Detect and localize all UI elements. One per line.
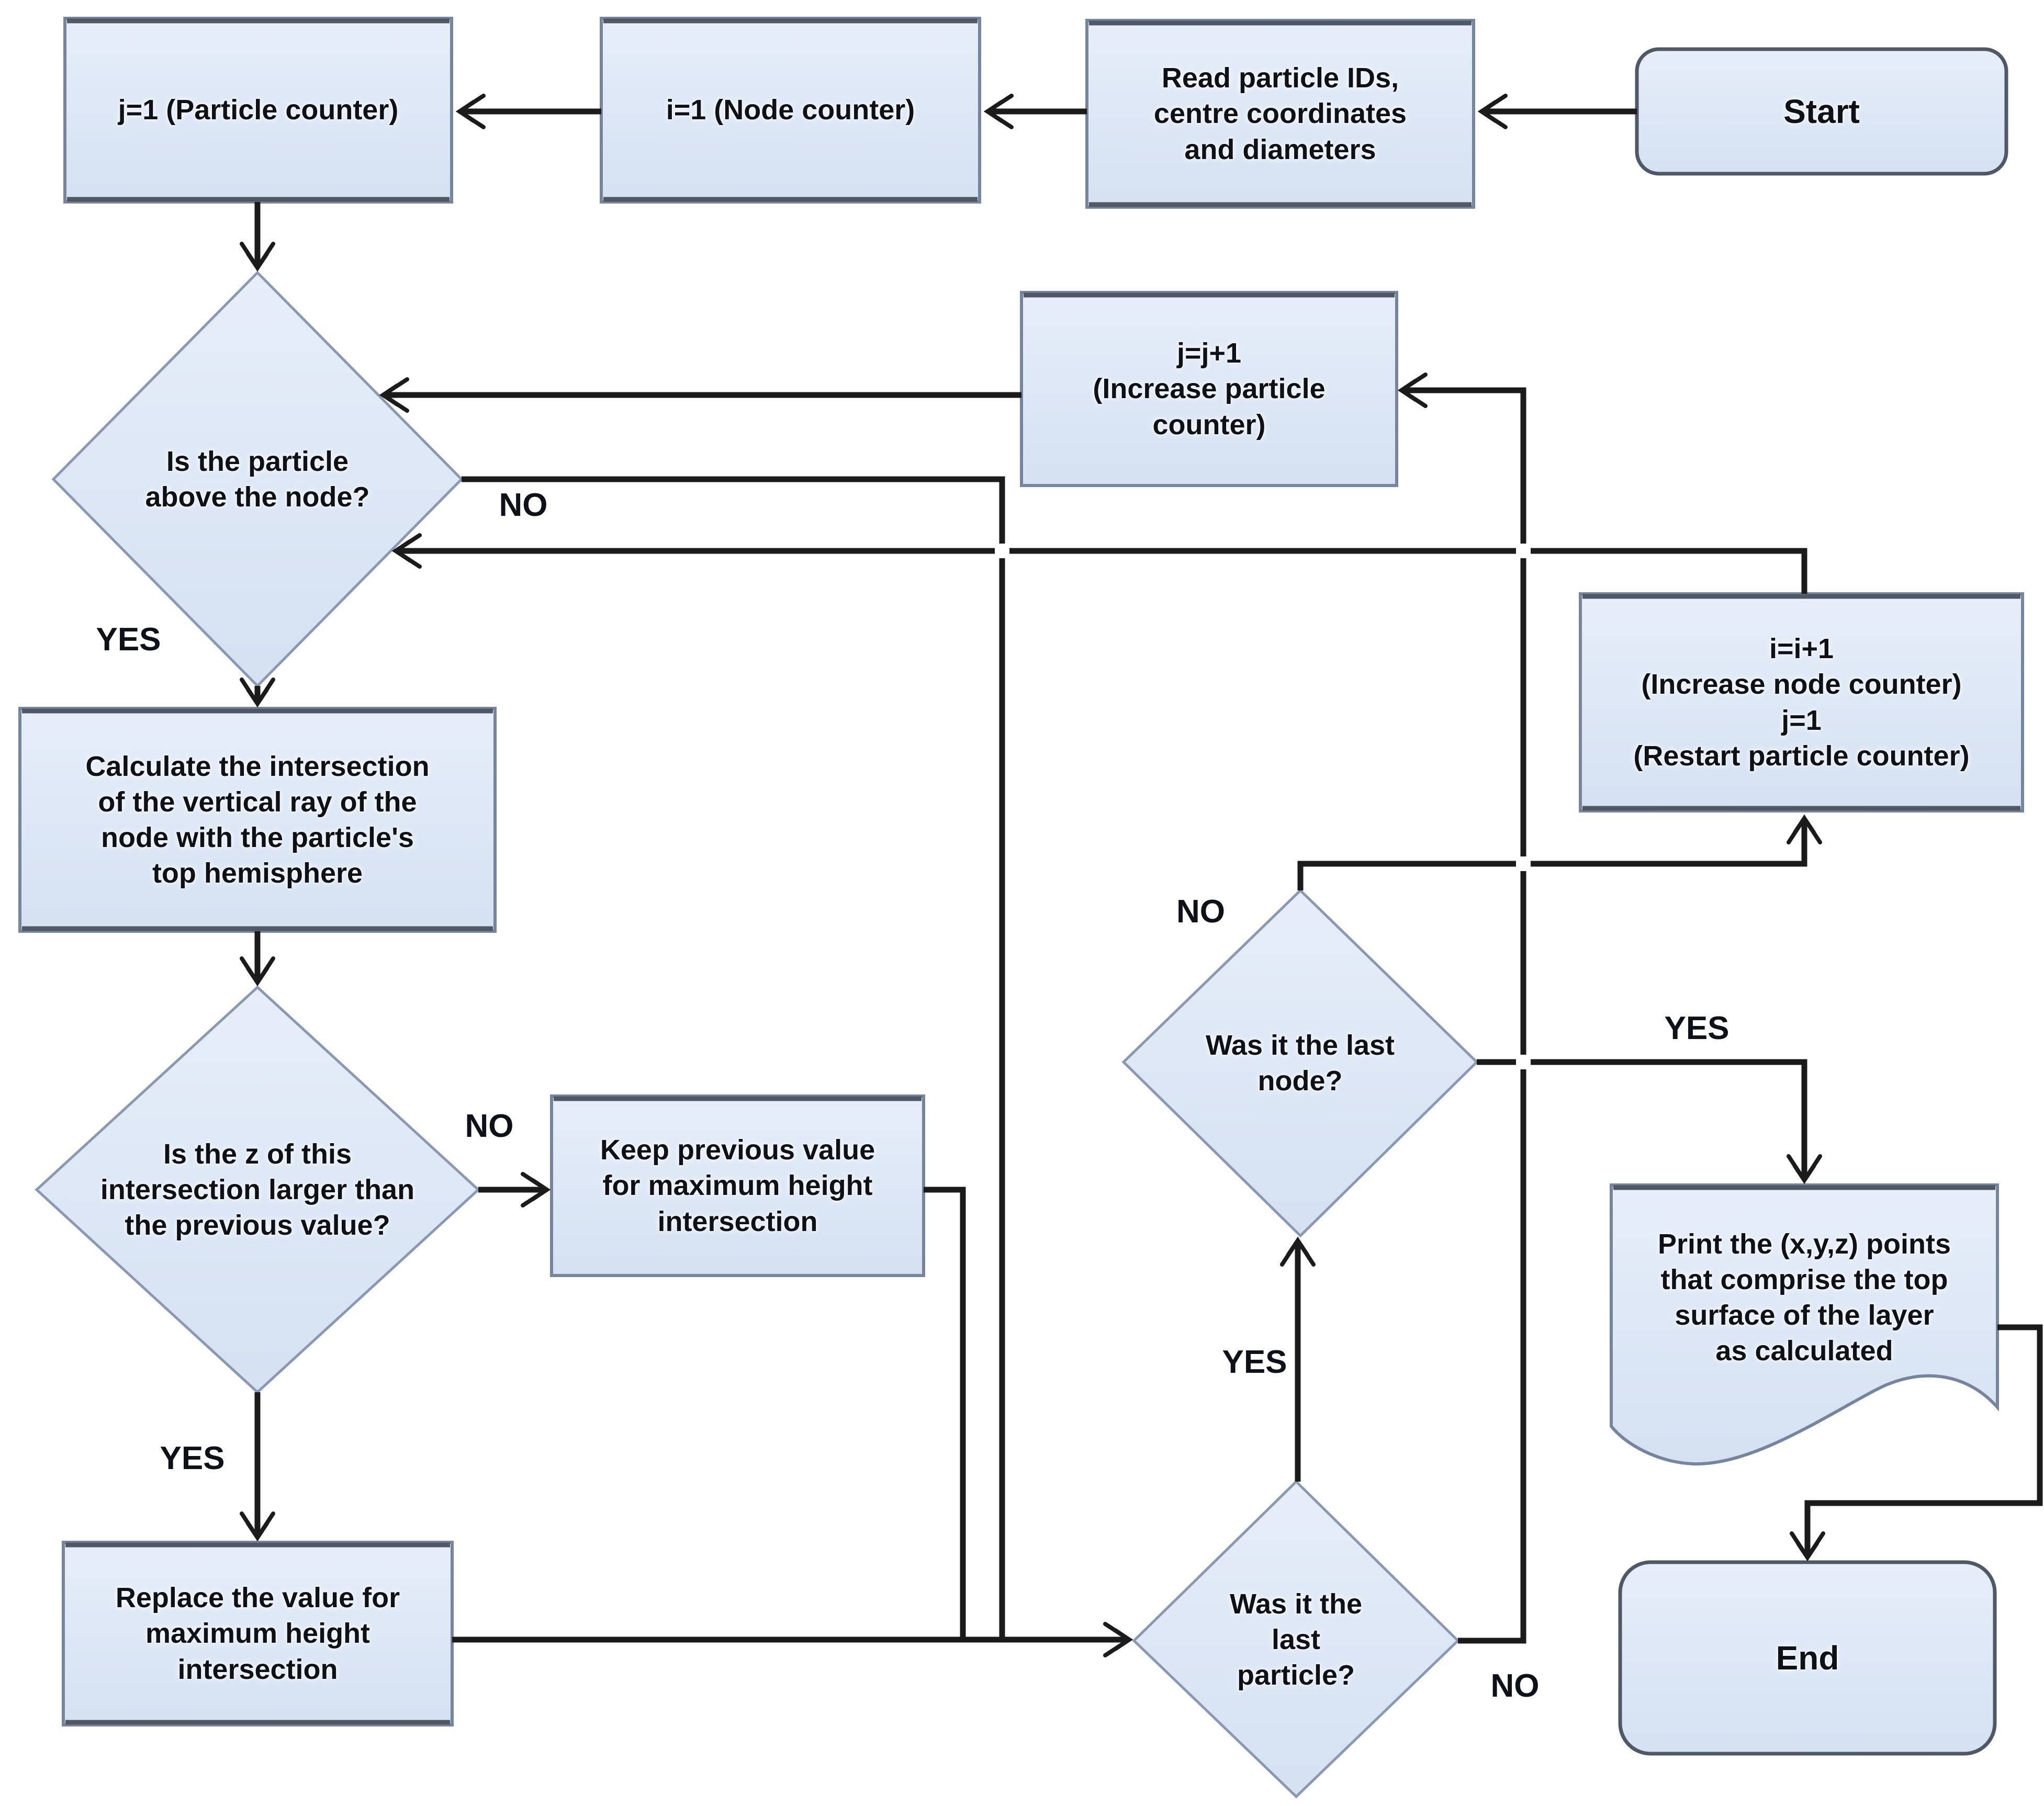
- node-jj-shape: [1020, 291, 1398, 487]
- node-print-shape: [1610, 1183, 1999, 1466]
- edge-ii-to-d1: [391, 533, 1807, 594]
- node-d4-shape: [1132, 1480, 1460, 1799]
- node-i1-shape: [600, 17, 981, 204]
- node-calc-shape: [18, 707, 497, 933]
- node-j1-shape: [63, 17, 453, 204]
- edge-keep-to-d4-join: [924, 1187, 966, 1640]
- node-d2-shape: [35, 985, 480, 1394]
- line-crossing-gap: [995, 544, 1009, 558]
- node-end-shape: [1618, 1560, 1997, 1756]
- node-read-shape: [1085, 19, 1475, 209]
- line-crossing-gap: [1516, 544, 1531, 558]
- edge-d4-no-to-jj: [1397, 373, 1526, 1644]
- node-start-shape: [1635, 47, 2008, 176]
- line-crossing-gap: [1516, 856, 1531, 871]
- node-keep-shape: [550, 1094, 925, 1277]
- node-d3-shape: [1121, 888, 1479, 1238]
- node-d1-shape: [51, 270, 464, 688]
- node-ii-shape: [1579, 592, 2024, 812]
- edge-d3-yes-to-print: [1477, 1059, 1822, 1184]
- line-crossing-gap: [1516, 1055, 1531, 1069]
- edge-print-to-end: [1790, 1324, 2043, 1562]
- edge-d3-no-to-ii: [1297, 814, 1822, 890]
- node-replace-shape: [62, 1541, 454, 1726]
- edge-d1-no-to-d4-join: [462, 476, 1005, 1640]
